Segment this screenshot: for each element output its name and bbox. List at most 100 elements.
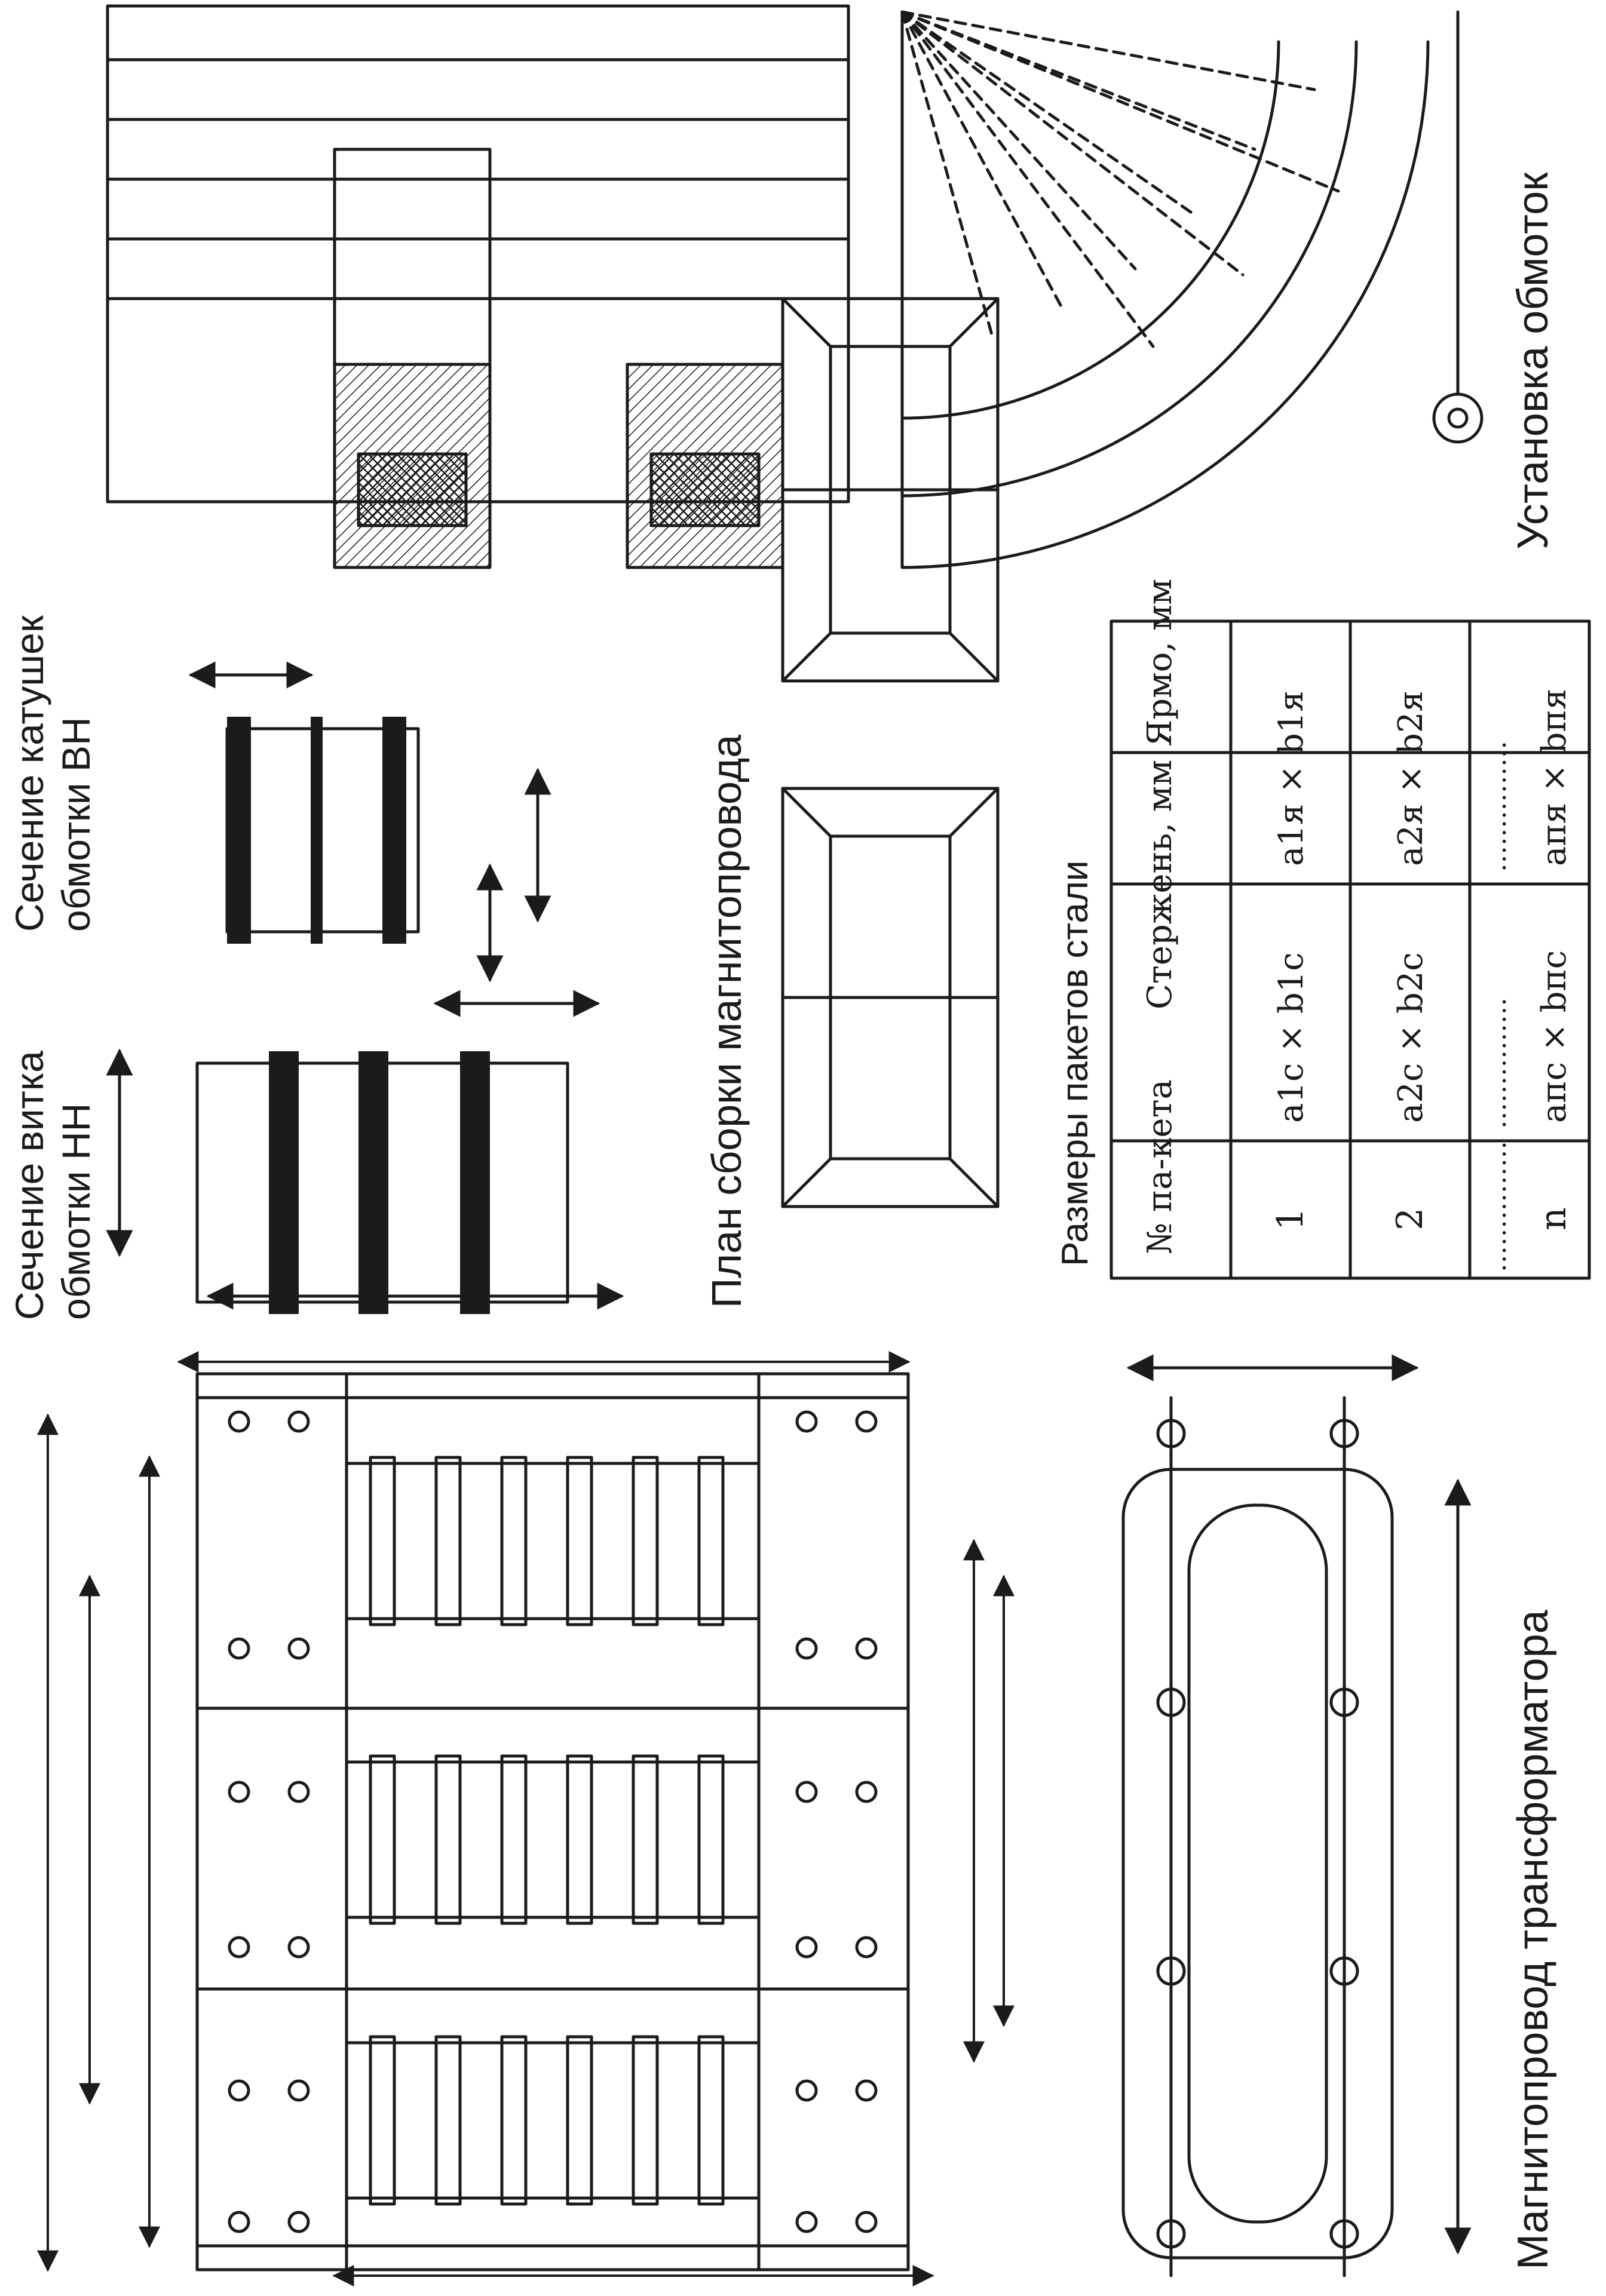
row4-packet: n <box>1533 1207 1574 1230</box>
limb-band <box>566 1754 593 1925</box>
bolt <box>287 1781 310 1803</box>
bolt <box>287 2079 310 2102</box>
side-bolt <box>1156 1956 1186 1986</box>
bolt <box>287 1637 310 1660</box>
bolt <box>795 2211 818 2233</box>
vn-section-label-line2: обмотки ВН <box>54 717 98 932</box>
bolt <box>795 1936 818 1959</box>
row1-yoke: a1я × b1я <box>1272 690 1311 866</box>
bolt <box>287 1410 310 1433</box>
bolt <box>228 1936 250 1959</box>
table-caption: Размеры пакетов стали <box>1055 860 1096 1266</box>
limb-band <box>434 1754 462 1925</box>
vn-section-label-line1: Сечение катушек <box>7 615 51 932</box>
bolt <box>855 1781 878 1803</box>
row1-packet: 1 <box>1270 1208 1311 1230</box>
winding-installation-label: Установка обмоток <box>1509 172 1557 550</box>
limb-band <box>369 2035 396 2206</box>
limb-band <box>369 1456 396 1626</box>
limb-band <box>632 1456 659 1626</box>
bolt <box>228 2211 250 2233</box>
row4-yoke: aпя × bпя <box>1535 689 1574 866</box>
limb-band <box>500 2035 528 2206</box>
side-bolt <box>1329 1956 1359 1986</box>
row2-yoke: a2я × b2я <box>1392 690 1430 866</box>
installation-ray <box>900 10 1065 312</box>
installation-ray <box>900 10 994 336</box>
row4-limb: aпс × bпс <box>1535 950 1574 1123</box>
steel-packets-table: Размеры пакетов стали № па-кета Стержень… <box>1055 579 1591 1280</box>
bolt <box>228 1637 250 1660</box>
row3-packet: …………… <box>1482 1141 1512 1272</box>
limb-band <box>632 1754 659 1925</box>
row3-yoke: …………… <box>1482 741 1512 872</box>
header-packet-number: № па-кета <box>1141 1079 1179 1254</box>
installation-ray <box>900 10 1137 271</box>
limb-band <box>697 1456 725 1626</box>
side-bolt <box>1329 1687 1359 1717</box>
core-assembly-plan-label: План сборки магнитопровода <box>703 735 750 1308</box>
limb-band <box>566 1456 593 1626</box>
core-side-outline <box>1121 1468 1394 2260</box>
bolt <box>228 2079 250 2102</box>
core-frame-outline <box>195 1372 910 2272</box>
limb-band <box>697 1754 725 1925</box>
row1-limb: a1с × b1с <box>1272 952 1311 1123</box>
limb-band <box>500 1456 528 1626</box>
bolt <box>287 1936 310 1959</box>
core-dimensions <box>37 1351 1015 2286</box>
row2-limb: a2с × b2с <box>1392 952 1430 1123</box>
core-title-label: Магнитопровод трансформатора <box>1509 1609 1557 2270</box>
nn-section-label-line1: Сечение витка <box>7 1051 51 1320</box>
bolt <box>795 2079 818 2102</box>
winding-cross-section <box>106 4 850 569</box>
header-yoke: Ярмо, мм <box>1141 579 1179 747</box>
bolt <box>855 1936 878 1959</box>
limb-band <box>566 2035 593 2206</box>
bolt <box>228 1410 250 1433</box>
bolt <box>795 1410 818 1433</box>
vn-coil-section <box>188 661 551 983</box>
core-assembly-plan <box>781 297 1000 1208</box>
core-front-view <box>195 1372 910 2272</box>
core-limb-3 <box>345 2041 761 2200</box>
limb-band <box>632 2035 659 2206</box>
bolt <box>855 2211 878 2233</box>
core-limb-1 <box>345 1462 761 1620</box>
limb-band <box>434 2035 462 2206</box>
limb-band <box>697 2035 725 2206</box>
bolt <box>795 1781 818 1803</box>
installation-ray <box>900 10 1155 348</box>
header-limb: Стержень, мм <box>1141 760 1179 1009</box>
bolt <box>855 1410 878 1433</box>
top-yoke-beam <box>195 1372 348 2272</box>
limb-band <box>434 1456 462 1626</box>
installation-ray <box>900 10 1197 217</box>
installation-ray <box>900 10 1340 193</box>
bolt <box>287 2211 310 2233</box>
bottom-yoke-beam <box>757 1372 910 2272</box>
core-side-view <box>1121 1354 1472 2277</box>
installation-ray <box>900 10 1245 277</box>
side-bolt <box>1329 2219 1359 2249</box>
limb-band <box>500 1754 528 1925</box>
row2-packet: 2 <box>1389 1208 1431 1230</box>
core-side-winding <box>1187 1503 1328 2224</box>
row3-limb: …………… <box>1482 997 1512 1129</box>
side-bolt <box>1156 1687 1186 1717</box>
nn-turn-section <box>106 990 624 1314</box>
bolt <box>795 1637 818 1660</box>
bolt <box>855 1637 878 1660</box>
bolt <box>855 2079 878 2102</box>
side-bolt <box>1156 1419 1186 1448</box>
nn-section-label-line2: обмотки НН <box>54 1103 98 1320</box>
limb-band <box>369 1754 396 1925</box>
side-bolt <box>1329 1419 1359 1448</box>
bolt <box>228 1781 250 1803</box>
installation-ray <box>900 10 1316 91</box>
side-bolt <box>1156 2219 1186 2249</box>
winding-installation-view <box>900 10 1484 569</box>
core-limb-2 <box>345 1760 761 1919</box>
